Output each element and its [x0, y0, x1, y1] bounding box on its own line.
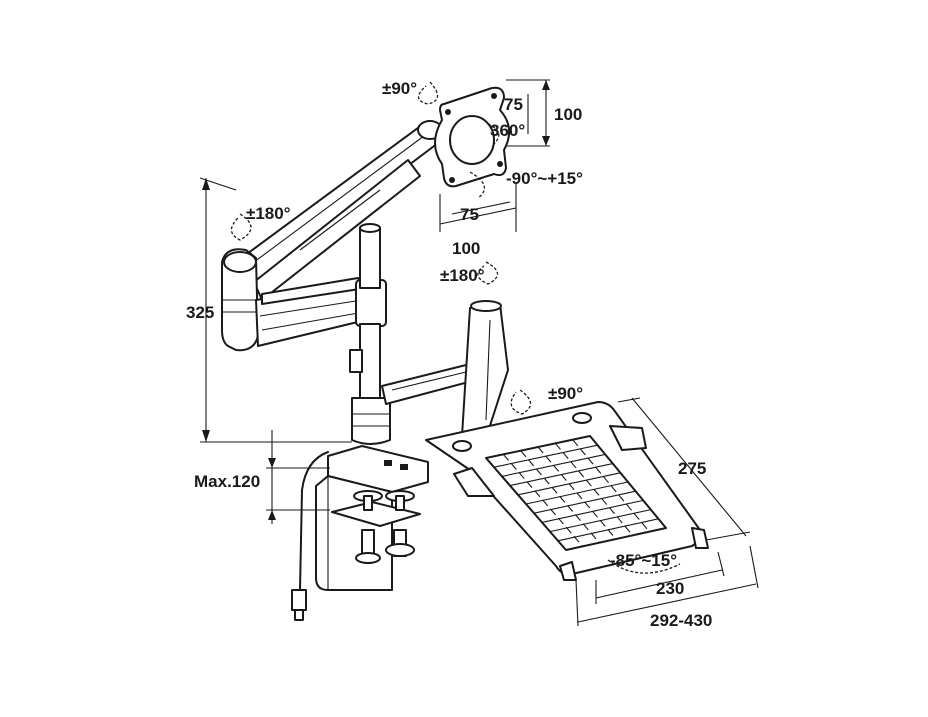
- label-tray-width-range: 292-430: [650, 611, 712, 630]
- label-tray-depth: 275: [678, 459, 706, 478]
- label-desk-thickness: Max.120: [194, 472, 260, 491]
- label-arm-swivel: ±180°: [246, 204, 291, 223]
- label-arm-height: 325: [186, 303, 214, 322]
- label-vesa-height-small: 75: [504, 95, 523, 114]
- label-vesa-width-small: 75: [460, 205, 479, 224]
- label-monitor-rotation: ±90°: [382, 79, 417, 98]
- laptop-tray-arm: [381, 300, 509, 439]
- monitor-arm: [221, 120, 443, 352]
- dimension-labels: ±90° 75 100 360° -90°~+15° 75 100 ±180° …: [186, 79, 712, 630]
- label-pole-swivel: ±180°: [440, 266, 485, 285]
- label-tray-tilt: -85°~15°: [610, 551, 677, 570]
- vesa-plate: [434, 86, 511, 188]
- vent-column: [520, 450, 600, 544]
- desk-clamp: [291, 445, 429, 621]
- dimension-lines: [199, 79, 759, 627]
- laptop-tray: [425, 401, 709, 581]
- pole: [349, 223, 391, 445]
- vent-column: [537, 446, 617, 540]
- label-monitor-tilt: -90°~+15°: [506, 169, 583, 188]
- label-vesa-width-large: 100: [452, 239, 480, 258]
- label-vesa-rotation: 360°: [490, 121, 525, 140]
- tray-vent-grid: [493, 439, 659, 547]
- vent-column: [502, 453, 584, 547]
- vent-column: [572, 439, 650, 533]
- label-vesa-height-large: 100: [554, 105, 582, 124]
- label-tray-width: 230: [656, 579, 684, 598]
- vent-column: [554, 442, 634, 536]
- label-tray-rotation: ±90°: [548, 384, 583, 403]
